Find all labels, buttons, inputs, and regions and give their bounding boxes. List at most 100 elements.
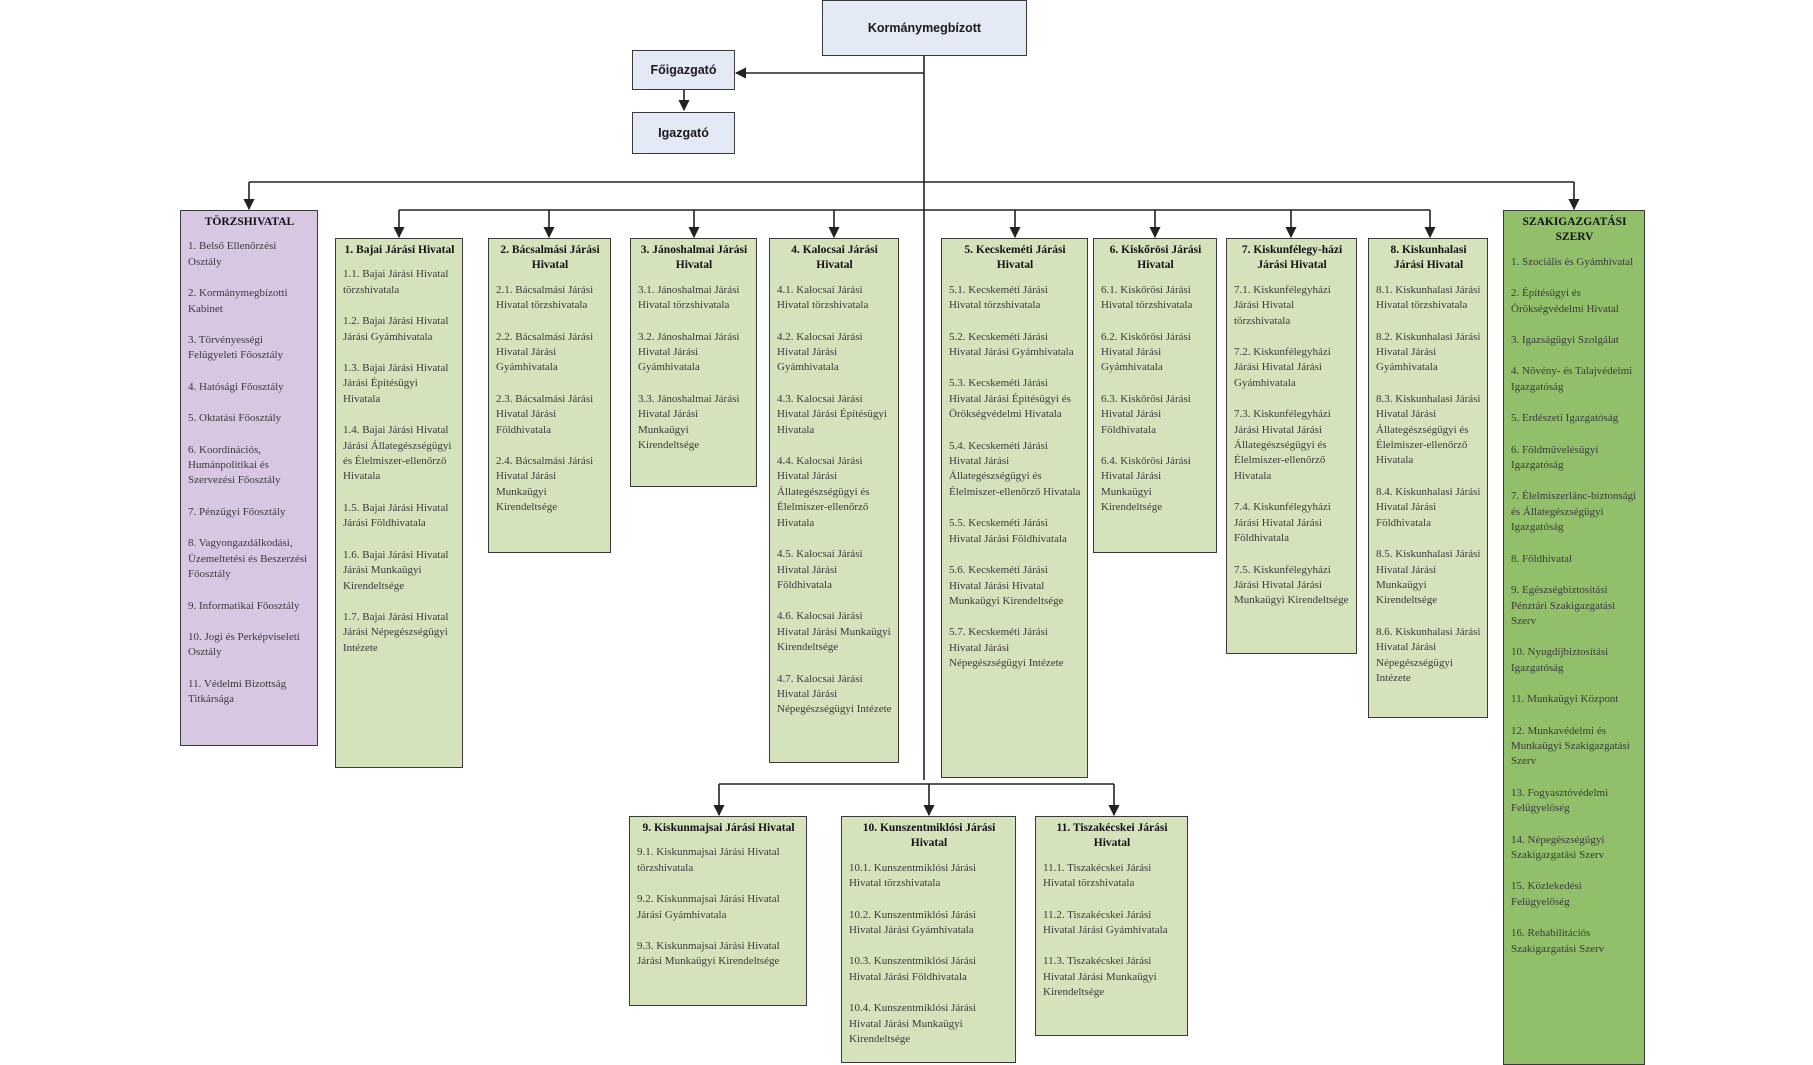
office-item: 4.6. Kalocsai Járási Hivatal Járási Munk… xyxy=(777,610,891,654)
szakigazgatasi-item: 15. Közlekedési Felügyelőség xyxy=(1511,880,1582,908)
office-item: 5.1. Kecskeméti Járási Hivatal törzshiva… xyxy=(949,283,1048,312)
office-item: 11.3. Tiszakécskei Járási Hivatal Járási… xyxy=(1043,955,1157,999)
office-item: 5.5. Kecskeméti Járási Hivatal Járási Fö… xyxy=(949,517,1067,545)
torzshivatal-box: TÖRZSHIVATAL 1. Belső Ellenőrzési Osztál… xyxy=(180,210,318,746)
office-item: 6.1. Kiskőrösi Járási Hivatal törzshivat… xyxy=(1101,283,1193,312)
office-item: 8.3. Kiskunhalasi Járási Hivatal Járási … xyxy=(1376,392,1481,467)
office-item: 4.4. Kalocsai Járási Hivatal Járási Álla… xyxy=(777,455,870,529)
director-box: Igazgató xyxy=(632,112,735,154)
torzshivatal-item: 7. Pénzügyi Főosztály xyxy=(188,505,286,518)
office-box-7: 7. Kiskunfélegy-házi Járási Hivatal 7.1.… xyxy=(1226,238,1357,654)
szakigazgatasi-item: 7. Élelmiszerlánc-biztonsági és Állategé… xyxy=(1511,490,1637,534)
head-box: Kormánymegbízott xyxy=(822,0,1027,56)
office-item: 9.3. Kiskunmajsai Járási Hivatal Járási … xyxy=(637,940,780,968)
office-title: 7. Kiskunfélegy-házi Járási Hivatal xyxy=(1241,244,1343,272)
office-item: 1.7. Bajai Járási Hivatal Járási Népegés… xyxy=(343,610,449,654)
szakigazgatasi-item: 14. Népegészségügyi Szakigazgatási Szerv xyxy=(1511,833,1605,861)
szakigazgatasi-item: 10. Nyugdíjbiztosítási Igazgatóság xyxy=(1511,646,1609,674)
office-item: 10.3. Kunszentmiklósi Járási Hivatal Jár… xyxy=(849,955,977,983)
office-item: 6.3. Kiskőrösi Járási Hivatal Járási Föl… xyxy=(1101,392,1191,436)
szakigazgatasi-item: 11. Munkaügyi Központ xyxy=(1511,693,1619,706)
torzshivatal-item: 8. Vagyongazdálkodási, Üzemeltetési és B… xyxy=(188,537,308,581)
office-title: 2. Bácsalmási Járási Hivatal xyxy=(500,244,600,272)
office-item: 10.2. Kunszentmiklósi Járási Hivatal Jár… xyxy=(849,908,977,937)
torzshivatal-item: 4. Hatósági Főosztály xyxy=(188,380,284,393)
szakigazgatasi-item: 9. Egészségbiztosítási Pénztári Szakigaz… xyxy=(1511,584,1616,627)
office-item: 4.1. Kalocsai Járási Hivatal törzshivata… xyxy=(777,283,869,312)
torzshivatal-item: 11. Védelmi Bizottság Titkársága xyxy=(188,677,287,706)
head-label: Kormánymegbízott xyxy=(867,21,982,35)
office-item: 7.3. Kiskunfélegyházi Járási Hivatal Jár… xyxy=(1234,408,1331,482)
office-box-6: 6. Kiskőrösi Járási Hivatal 6.1. Kiskőrö… xyxy=(1093,238,1217,553)
office-item: 3.3. Jánoshalmai Járási Hivatal Járási M… xyxy=(638,392,740,452)
office-item: 11.1. Tiszakécskei Járási Hivatal törzsh… xyxy=(1043,861,1152,890)
office-item: 1.6. Bajai Járási Hivatal Járási Munkaüg… xyxy=(343,548,449,592)
office-item: 5.7. Kecskeméti Járási Hivatal Járási Né… xyxy=(949,626,1064,670)
office-box-3: 3. Jánoshalmai Járási Hivatal 3.1. János… xyxy=(630,238,757,487)
szakigazgatasi-title: SZAKIGAZGATÁSI SZERV xyxy=(1522,216,1627,244)
office-title: 6. Kiskőrösi Járási Hivatal xyxy=(1109,244,1202,272)
szakigazgatasi-item: 1. Szociális és Gyámhivatal xyxy=(1511,255,1634,268)
office-item: 6.2. Kiskőrösi Járási Hivatal Járási Gyá… xyxy=(1101,330,1191,374)
deputy-label: Főigazgató xyxy=(650,63,717,77)
office-item: 8.5. Kiskunhalasi Járási Hivatal Járási … xyxy=(1376,548,1481,607)
office-item: 2.2. Bácsalmási Járási Hivatal Járási Gy… xyxy=(496,330,594,374)
office-title: 3. Jánoshalmai Járási Hivatal xyxy=(640,244,748,272)
office-item: 4.3. Kalocsai Járási Hivatal Járási Épít… xyxy=(777,392,887,436)
office-item: 2.3. Bácsalmási Járási Hivatal Járási Fö… xyxy=(496,392,594,436)
torzshivatal-item: 3. Törvényességi Felügyeleti Főosztály xyxy=(188,334,284,362)
szakigazgatasi-item: 16. Rehabilitációs Szakigazgatási Szerv xyxy=(1511,927,1605,955)
office-item: 1.2. Bajai Járási Hivatal Járási Gyámhiv… xyxy=(343,315,449,343)
office-box-4: 4. Kalocsai Járási Hivatal 4.1. Kalocsai… xyxy=(769,238,899,763)
office-item: 5.3. Kecskeméti Járási Hivatal Járási Ép… xyxy=(949,377,1071,421)
office-item: 3.1. Jánoshalmai Járási Hivatal törzshiv… xyxy=(638,283,740,312)
office-title: 11. Tiszakécskei Járási Hivatal xyxy=(1056,822,1168,850)
torzshivatal-item: 2. Kormánymegbízotti Kabinet xyxy=(188,287,288,315)
szakigazgatasi-item: 4. Növény- és Talajvédelmi Igazgatóság xyxy=(1511,365,1633,393)
torzshivatal-item: 1. Belső Ellenőrzési Osztály xyxy=(188,240,277,268)
office-item: 2.4. Bácsalmási Járási Hivatal Járási Mu… xyxy=(496,455,594,514)
office-item: 8.1. Kiskunhalasi Járási Hivatal törzshi… xyxy=(1376,283,1481,312)
office-title: 4. Kalocsai Járási Hivatal xyxy=(791,244,878,272)
office-item: 9.2. Kiskunmajsai Járási Hivatal Járási … xyxy=(637,893,780,921)
office-item: 7.4. Kiskunfélegyházi Járási Hivatal Jár… xyxy=(1234,501,1331,545)
torzshivatal-item: 5. Oktatási Főosztály xyxy=(188,412,282,425)
office-item: 6.4. Kiskőrösi Járási Hivatal Járási Mun… xyxy=(1101,455,1191,514)
office-item: 4.5. Kalocsai Járási Hivatal Járási Föld… xyxy=(777,548,863,591)
office-box-11: 11. Tiszakécskei Járási Hivatal 11.1. Ti… xyxy=(1035,816,1188,1036)
deputy-box: Főigazgató xyxy=(632,50,735,90)
office-box-2: 2. Bácsalmási Járási Hivatal 2.1. Bácsal… xyxy=(488,238,611,553)
torzshivatal-title: TÖRZSHIVATAL xyxy=(204,216,295,228)
office-item: 9.1. Kiskunmajsai Járási Hivatal törzshi… xyxy=(637,846,780,874)
office-item: 3.2. Jánoshalmai Járási Hivatal Járási G… xyxy=(638,330,740,374)
szakigazgatasi-item: 13. Fogyasztóvédelmi Felügyelőség xyxy=(1511,786,1609,815)
office-item: 8.2. Kiskunhalasi Járási Hivatal Járási … xyxy=(1376,330,1481,374)
office-box-1: 1. Bajai Járási Hivatal 1.1. Bajai Járás… xyxy=(335,238,463,768)
office-item: 4.2. Kalocsai Járási Hivatal Járási Gyám… xyxy=(777,330,863,374)
szakigazgatasi-item: 12. Munkavédelmi és Munkaügyi Szakigazga… xyxy=(1511,724,1630,768)
torzshivatal-item: 9. Informatikai Főosztály xyxy=(188,599,300,612)
office-item: 5.4. Kecskeméti Járási Hivatal Járási Ál… xyxy=(949,439,1081,498)
office-item: 1.1. Bajai Járási Hivatal törzshivatala xyxy=(343,268,449,296)
office-item: 10.1. Kunszentmiklósi Járási Hivatal tör… xyxy=(849,861,977,890)
office-title: 8. Kiskunhalasi Járási Hivatal xyxy=(1390,244,1467,272)
torzshivatal-item: 6. Koordinációs, Humánpolitikai és Szerv… xyxy=(188,443,281,487)
office-item: 7.2. Kiskunfélegyházi Járási Hivatal Jár… xyxy=(1234,346,1331,389)
office-item: 11.2. Tiszakécskei Járási Hivatal Járási… xyxy=(1043,908,1168,937)
office-item: 8.4. Kiskunhalasi Járási Hivatal Járási … xyxy=(1376,485,1481,529)
office-box-8: 8. Kiskunhalasi Járási Hivatal 8.1. Kisk… xyxy=(1368,238,1488,718)
office-item: 8.6. Kiskunhalasi Járási Hivatal Járási … xyxy=(1376,625,1481,684)
torzshivatal-item: 10. Jogi és Perképviseleti Osztály xyxy=(188,630,300,659)
office-title: 9. Kiskunmajsai Járási Hivatal xyxy=(642,822,795,834)
office-item: 1.3. Bajai Járási Hivatal Járási Építésü… xyxy=(343,362,449,405)
szakigazgatasi-item: 5. Erdészeti Igazgatóság xyxy=(1511,412,1619,425)
director-label: Igazgató xyxy=(658,126,709,140)
szakigazgatasi-box: SZAKIGAZGATÁSI SZERV 1. Szociális és Gyá… xyxy=(1503,210,1645,1065)
office-item: 4.7. Kalocsai Járási Hivatal Járási Népe… xyxy=(777,672,892,716)
szakigazgatasi-item: 2. Építésügyi és Örökségvédelmi Hivatal xyxy=(1511,287,1619,315)
office-box-5: 5. Kecskeméti Járási Hivatal 5.1. Kecske… xyxy=(941,238,1088,778)
office-item: 2.1. Bácsalmási Járási Hivatal törzshiva… xyxy=(496,283,594,312)
office-item: 7.5. Kiskunfélegyházi Járási Hivatal Jár… xyxy=(1234,563,1349,607)
office-item: 1.5. Bajai Járási Hivatal Járási Földhiv… xyxy=(343,501,449,530)
szakigazgatasi-item: 3. Igazságügyi Szolgálat xyxy=(1511,334,1619,347)
